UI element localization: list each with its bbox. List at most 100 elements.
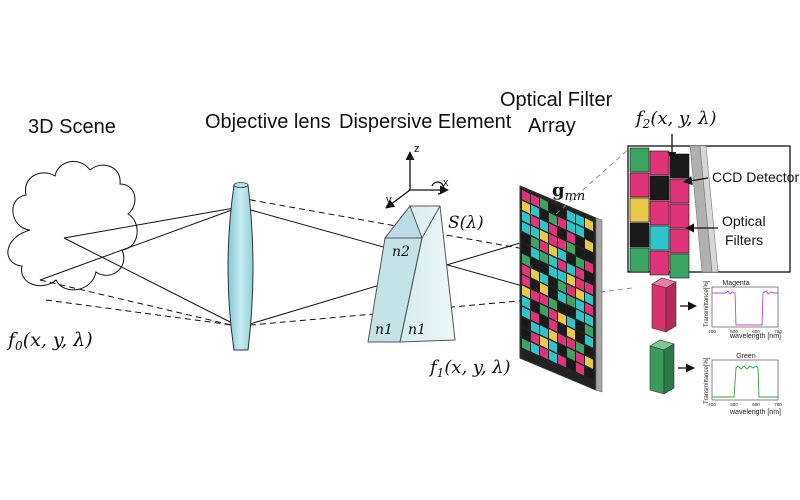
filter-cell	[576, 256, 584, 270]
zoom-filter-cell	[649, 200, 670, 226]
zoom-filter-cell	[649, 225, 670, 251]
scene-cloud	[7, 161, 138, 291]
zoom-filter-cell	[669, 153, 690, 179]
filter-cell	[585, 355, 593, 369]
filter-cell	[576, 362, 584, 376]
green-tick-400: 400	[708, 402, 716, 407]
filter-cell	[549, 255, 557, 269]
filter-cell	[540, 208, 548, 222]
zoom-filter-cell	[649, 150, 670, 176]
filter-cell	[567, 337, 575, 351]
filter-cell	[531, 289, 539, 303]
zoomed-filter-cells	[629, 147, 690, 279]
filter-cell	[585, 271, 593, 285]
zoom-filter-cell	[649, 175, 670, 201]
filter-mosaic	[522, 190, 593, 380]
filter-cell	[549, 339, 557, 353]
n1-right-label: n1	[408, 322, 426, 338]
magenta-filter-block	[651, 277, 677, 333]
filter-cell	[585, 228, 593, 242]
filter-cell	[576, 309, 584, 323]
zoom-filter-cell	[649, 250, 670, 276]
filter-cell	[576, 277, 584, 291]
magenta-tick-700: 700	[774, 329, 782, 334]
filter-cell	[558, 312, 566, 326]
filter-cell	[522, 211, 530, 225]
zoom-filter-cell	[669, 203, 690, 229]
n2-label: n2	[392, 244, 410, 260]
filter-cell	[585, 334, 593, 348]
filter-cell	[522, 200, 530, 214]
filter-cell	[522, 253, 530, 267]
filter-cell	[540, 282, 548, 296]
filter-cell	[531, 300, 539, 314]
filter-cell	[549, 212, 557, 226]
filter-cell	[576, 224, 584, 238]
filter-cell	[522, 274, 530, 288]
green-tick-500: 500	[730, 402, 738, 407]
filter-cell	[549, 329, 557, 343]
axis-y-label: y	[386, 194, 392, 206]
optical-filters-label-line2: Filters	[725, 232, 763, 248]
filter-cell	[585, 218, 593, 232]
filter-cell	[540, 261, 548, 275]
zoom-filter-cell	[669, 253, 690, 279]
filter-cell	[540, 346, 548, 360]
zoom-filter-cell	[629, 172, 650, 198]
ccd-arrow	[683, 176, 709, 186]
filter-cell	[522, 327, 530, 341]
filter-cell	[576, 245, 584, 259]
filter-cell	[558, 206, 566, 220]
filter-cell	[531, 310, 539, 324]
lens-label: Objective lens	[205, 111, 331, 133]
zoom-filter-cell	[629, 197, 650, 223]
filter-cell	[567, 241, 575, 255]
filter-cell	[549, 202, 557, 216]
zoom-filter-cell	[669, 178, 690, 204]
gmn-label: gmn	[552, 180, 585, 204]
axis-z-label: z	[414, 143, 420, 155]
filter-cell	[567, 210, 575, 224]
filter-cell	[522, 243, 530, 257]
filter-cell	[531, 225, 539, 239]
filter-cell	[531, 278, 539, 292]
dispersive-label: Dispersive Element	[339, 111, 512, 133]
dispersive-prism	[367, 204, 456, 343]
green-tick-600: 600	[752, 402, 760, 407]
filter-cell	[540, 229, 548, 243]
zoom-guide-lines	[555, 145, 633, 293]
zoom-filter-cell	[669, 228, 690, 254]
filter-cell	[567, 358, 575, 372]
filter-cell	[531, 321, 539, 335]
filter-cell	[567, 273, 575, 287]
filter-cell	[549, 318, 557, 332]
ccd-detector-label: CCD Detector	[712, 169, 799, 185]
filter-cell	[549, 233, 557, 247]
filter-cell	[576, 267, 584, 281]
green-plot-ylabel: Transmittance[%]	[704, 357, 710, 404]
filter-cell	[576, 351, 584, 365]
filter-cell	[522, 232, 530, 246]
filter-cell	[549, 276, 557, 290]
filter-cell	[549, 286, 557, 300]
magenta-tick-500: 500	[730, 329, 738, 334]
filter-cell	[558, 237, 566, 251]
filter-cell	[540, 219, 548, 233]
filter-cell	[585, 281, 593, 295]
filter-cell	[558, 354, 566, 368]
filter-cell	[531, 204, 539, 218]
filter-cell	[585, 366, 593, 380]
filter-cell	[540, 272, 548, 286]
filter-cell	[558, 333, 566, 347]
zoom-filter-cell	[629, 247, 650, 273]
filter-cell	[522, 264, 530, 278]
filter-cell	[558, 290, 566, 304]
filter-cell	[567, 252, 575, 266]
filter-cell	[585, 345, 593, 359]
filter-cell	[549, 244, 557, 258]
filter-cell	[540, 251, 548, 265]
filter-cell	[567, 326, 575, 340]
coordinate-axes	[385, 151, 449, 209]
magenta-transmittance-plot: Magenta Transmittance[%] wavelength [nm]…	[704, 280, 782, 340]
